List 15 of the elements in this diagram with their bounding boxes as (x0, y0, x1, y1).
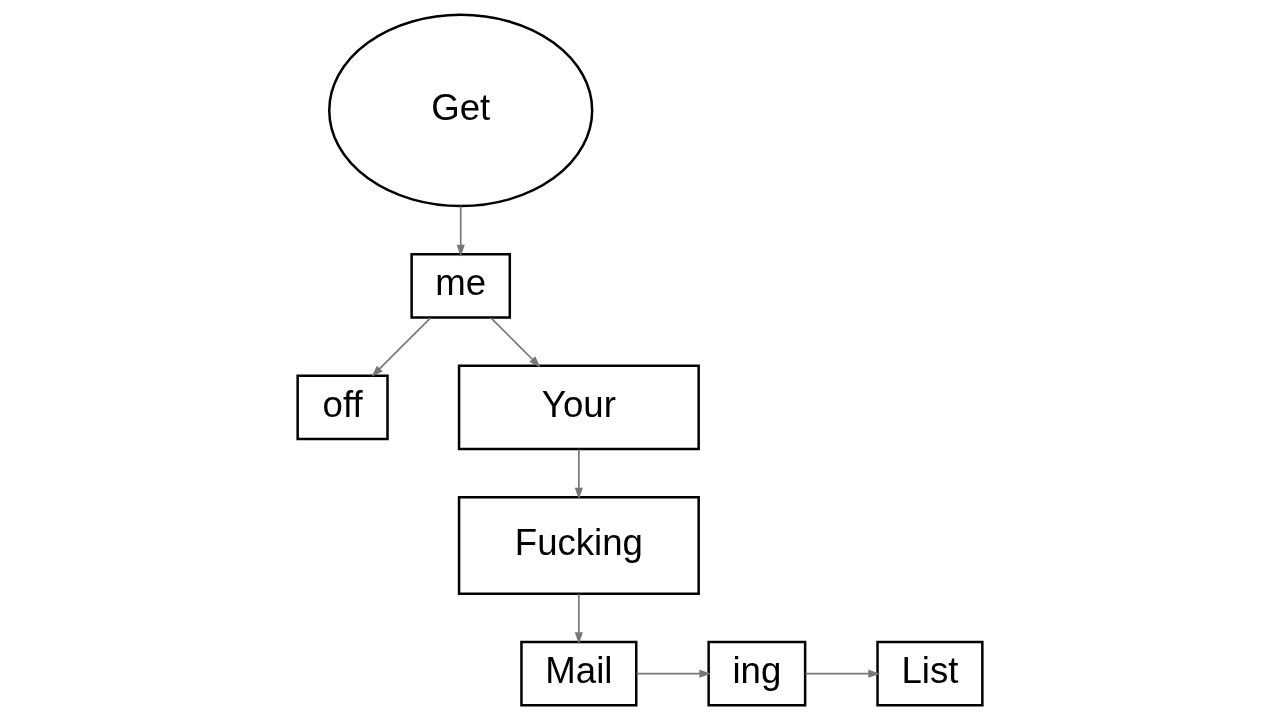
arrow (456, 205, 465, 257)
arrow (804, 669, 880, 678)
arrow (635, 669, 711, 678)
arrow (371, 317, 432, 377)
node-box: List (876, 640, 984, 707)
arrow (574, 448, 583, 500)
node-box: me (410, 253, 512, 319)
node-box: off (296, 374, 389, 441)
node-box: Fucking (457, 496, 700, 596)
node-box: Mail (520, 640, 638, 707)
arrow (490, 317, 541, 368)
node-ellipse: Get (328, 13, 594, 208)
arrow (574, 593, 583, 644)
node-box: Your (457, 364, 700, 451)
node-box: ing (707, 640, 807, 707)
